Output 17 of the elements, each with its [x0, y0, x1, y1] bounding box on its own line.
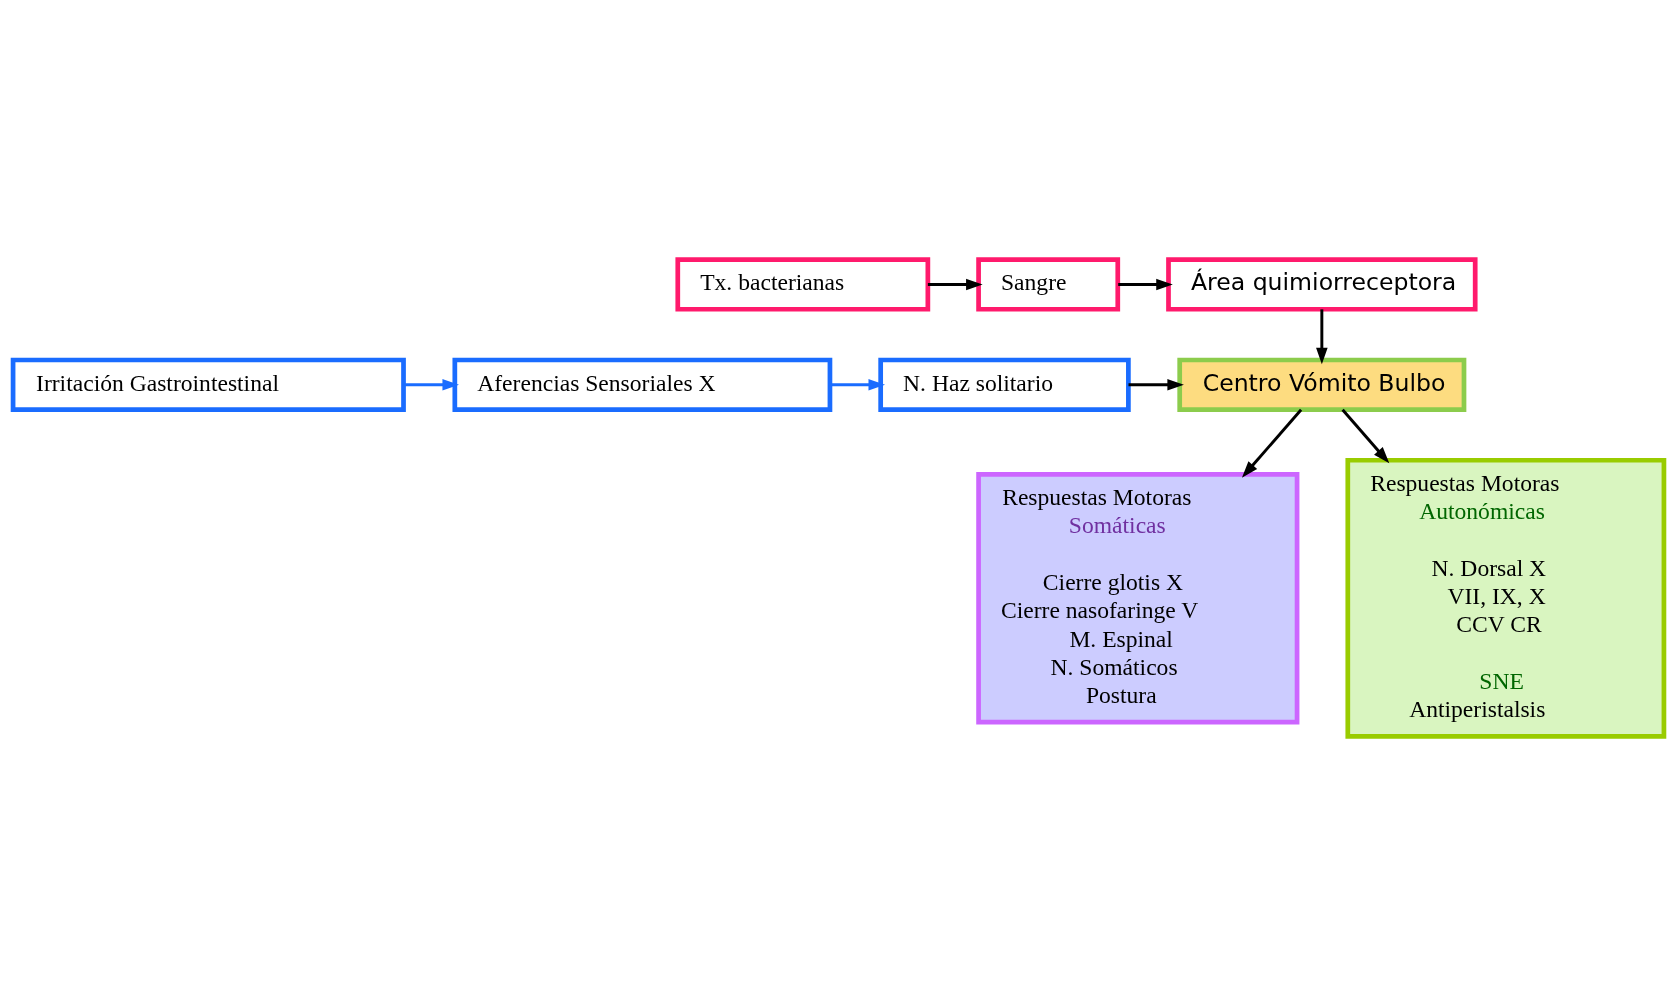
node-box: Tx. bacterianas — [675, 257, 931, 312]
arrow — [403, 378, 459, 391]
arrow — [1341, 408, 1390, 464]
node-box: Área quimiorreceptora — [1166, 257, 1478, 312]
node-box: Centro Vómito Bulbo — [1177, 357, 1467, 412]
arrow — [830, 378, 886, 391]
node-box: Irritación Gastrointestinal — [10, 357, 406, 412]
arrow — [1241, 408, 1303, 478]
node-box: Respuestas Motoras Somáticas Cierre glotis X Cierre nasofaringe V M. Espinal N. Somáticos Postura — [976, 472, 1300, 725]
arrow — [1128, 378, 1184, 391]
node-box: Aferencias Sensoriales X — [452, 357, 833, 412]
node-box: N. Haz solitario — [878, 357, 1131, 412]
arrow — [1316, 309, 1328, 365]
arrow — [1118, 278, 1173, 291]
node-box: Respuestas Motoras Autonómicas N. Dorsal X VII, IX, X CCV CR SNE Antiperistalsis — [1345, 457, 1667, 739]
node-box: Sangre — [976, 257, 1121, 312]
arrow — [927, 278, 983, 291]
